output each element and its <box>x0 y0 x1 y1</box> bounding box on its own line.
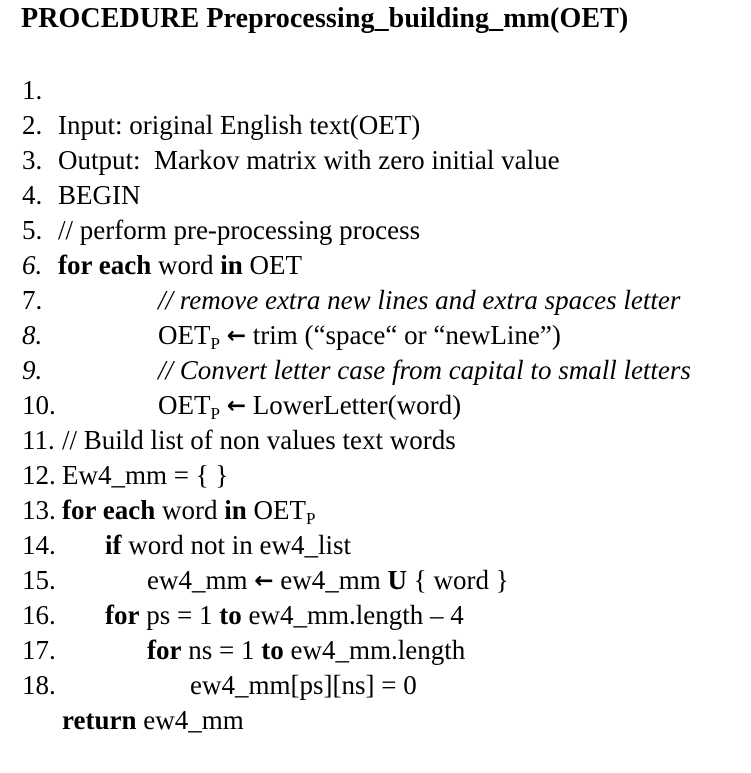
code-line-8: 8. // Convert letter case from capital t… <box>0 283 751 385</box>
line13-cond: word not in ew4_list <box>121 530 351 560</box>
line-number-5: 5. <box>22 215 43 245</box>
line-content-6: // remove extra new lines and extra spac… <box>158 285 681 315</box>
code-line-6: 6. // remove extra new lines and extra s… <box>0 213 751 315</box>
line-content-2: Output: Markov matrix with zero initial … <box>58 145 560 175</box>
keyword-if-13: if <box>105 530 122 560</box>
line-content-14: ew4_mm ← ew4_mm U { word } <box>147 563 509 600</box>
code-line-15: 15. for ps = 1 to ew4_mm.length – 4 <box>0 528 751 630</box>
line15-bound: ew4_mm.length – 4 <box>241 600 464 630</box>
line7-subscript-p: P <box>210 334 220 354</box>
keyword-for-15: for <box>105 600 140 630</box>
code-line-9: 9. OETP ← LowerLetter(word) <box>0 318 751 423</box>
keyword-in-5: in <box>220 250 243 280</box>
line-content-11: Ew4_mm = { } <box>62 460 229 490</box>
line-content-13: if word not in ew4_list <box>105 528 351 563</box>
line-number-4: 4. <box>22 180 43 210</box>
line14-lhs: ew4_mm <box>147 565 255 595</box>
line-number-2: 2. <box>22 110 43 140</box>
line5-oet: OET <box>242 250 302 280</box>
code-line-5: 5. for each word in OET <box>0 178 751 280</box>
code-line-17: 17. ew4_mm[ps][ns] = 0 <box>0 598 751 700</box>
line-content-3: BEGIN <box>58 180 141 210</box>
line-number-10: 10. <box>22 390 56 420</box>
code-line-10: 10. // Build list of non values text wor… <box>0 353 751 455</box>
line9-oet: OET <box>158 390 211 420</box>
line-content-17: ew4_mm[ps][ns] = 0 <box>190 670 417 700</box>
left-arrow-icon: ← <box>254 568 274 594</box>
line-content-7: OETP ← trim (“space“ or “newLine”) <box>158 318 561 361</box>
line14-set: { word } <box>407 565 509 595</box>
keyword-to-15: to <box>219 600 242 630</box>
code-line-11: 11. Ew4_mm = { } <box>0 388 751 490</box>
procedure-title: PROCEDURE Preprocessing_building_mm(OET) <box>21 3 629 34</box>
line-number-18: 18. <box>22 670 56 700</box>
line-number-13: 13. <box>22 495 56 525</box>
line-number-17: 17. <box>22 635 56 665</box>
line-number-14: 14. <box>22 530 56 560</box>
code-line-12: 12. for each word in OETP <box>0 423 751 528</box>
line18-value: ew4_mm <box>136 705 244 735</box>
line-content-10: // Build list of non values text words <box>62 425 456 455</box>
code-line-14: 14. ew4_mm ← ew4_mm U { word } <box>0 493 751 595</box>
line12-subscript-p: P <box>306 509 316 529</box>
code-line-4: 4. // perform pre-processing process <box>0 143 751 245</box>
line7-oet: OET <box>158 320 211 350</box>
line9-lowerletter: LowerLetter(word) <box>245 390 462 420</box>
line-content-5: for each word in OET <box>58 248 302 283</box>
line-number-16: 16. <box>22 600 56 630</box>
line-content-4: // perform pre-processing process <box>58 215 421 245</box>
code-line-3: 3. BEGIN <box>0 108 751 210</box>
left-arrow-icon: ← <box>226 393 246 419</box>
line-number-7: 7. <box>22 285 43 315</box>
pseudocode-listing: PROCEDURE Preprocessing_building_mm(OET)… <box>0 3 751 735</box>
line-number-1: 1. <box>22 75 43 105</box>
line9-subscript-p: P <box>210 404 220 424</box>
line-number-15: 15. <box>22 565 56 595</box>
keyword-for-each-12: for each <box>62 495 156 525</box>
line-number-11: 11. <box>22 425 55 455</box>
line-content-9: OETP ← LowerLetter(word) <box>158 388 461 431</box>
code-line-13: 13. if word not in ew4_list <box>0 458 751 560</box>
line12-oet: OET <box>246 495 306 525</box>
union-symbol: U <box>387 565 408 595</box>
line-content-1: Input: original English text(OET) <box>58 110 421 140</box>
keyword-to-16: to <box>261 635 284 665</box>
line-content-8: // Convert letter case from capital to s… <box>158 355 691 385</box>
line7-trim: trim (“space“ or “newLine”) <box>245 320 561 350</box>
line-number-9: 9. <box>22 355 43 385</box>
line-content-18: return ew4_mm <box>62 703 244 738</box>
line-number-6: 6. <box>22 250 43 280</box>
keyword-for-16: for <box>147 635 182 665</box>
keyword-in-12: in <box>224 495 247 525</box>
code-line-2: 2. Output: Markov matrix with zero initi… <box>0 73 751 175</box>
line15-init: ps = 1 <box>139 600 220 630</box>
line16-bound: ew4_mm.length <box>283 635 466 665</box>
code-line-1: 1. Input: original English text(OET) <box>0 38 751 140</box>
line16-init: ns = 1 <box>181 635 262 665</box>
line14-rhs: ew4_mm <box>273 565 388 595</box>
line-number-3: 3. <box>22 145 43 175</box>
left-arrow-icon: ← <box>226 323 246 349</box>
line-content-12: for each word in OETP <box>62 493 315 536</box>
line5-word: word <box>151 250 221 280</box>
line-number-8: 8. <box>22 320 43 350</box>
code-line-7: 7. OETP ← trim (“space“ or “newLine”) <box>0 248 751 353</box>
code-line-16: 16. for ns = 1 to ew4_mm.length <box>0 563 751 665</box>
keyword-return-18: return <box>62 705 137 735</box>
line-content-15: for ps = 1 to ew4_mm.length – 4 <box>105 598 464 633</box>
line12-word: word <box>155 495 225 525</box>
keyword-for-each-5: for each <box>58 250 152 280</box>
code-line-18: 18. return ew4_mm <box>0 633 751 735</box>
line-number-12: 12. <box>22 460 56 490</box>
line-content-16: for ns = 1 to ew4_mm.length <box>147 633 465 668</box>
